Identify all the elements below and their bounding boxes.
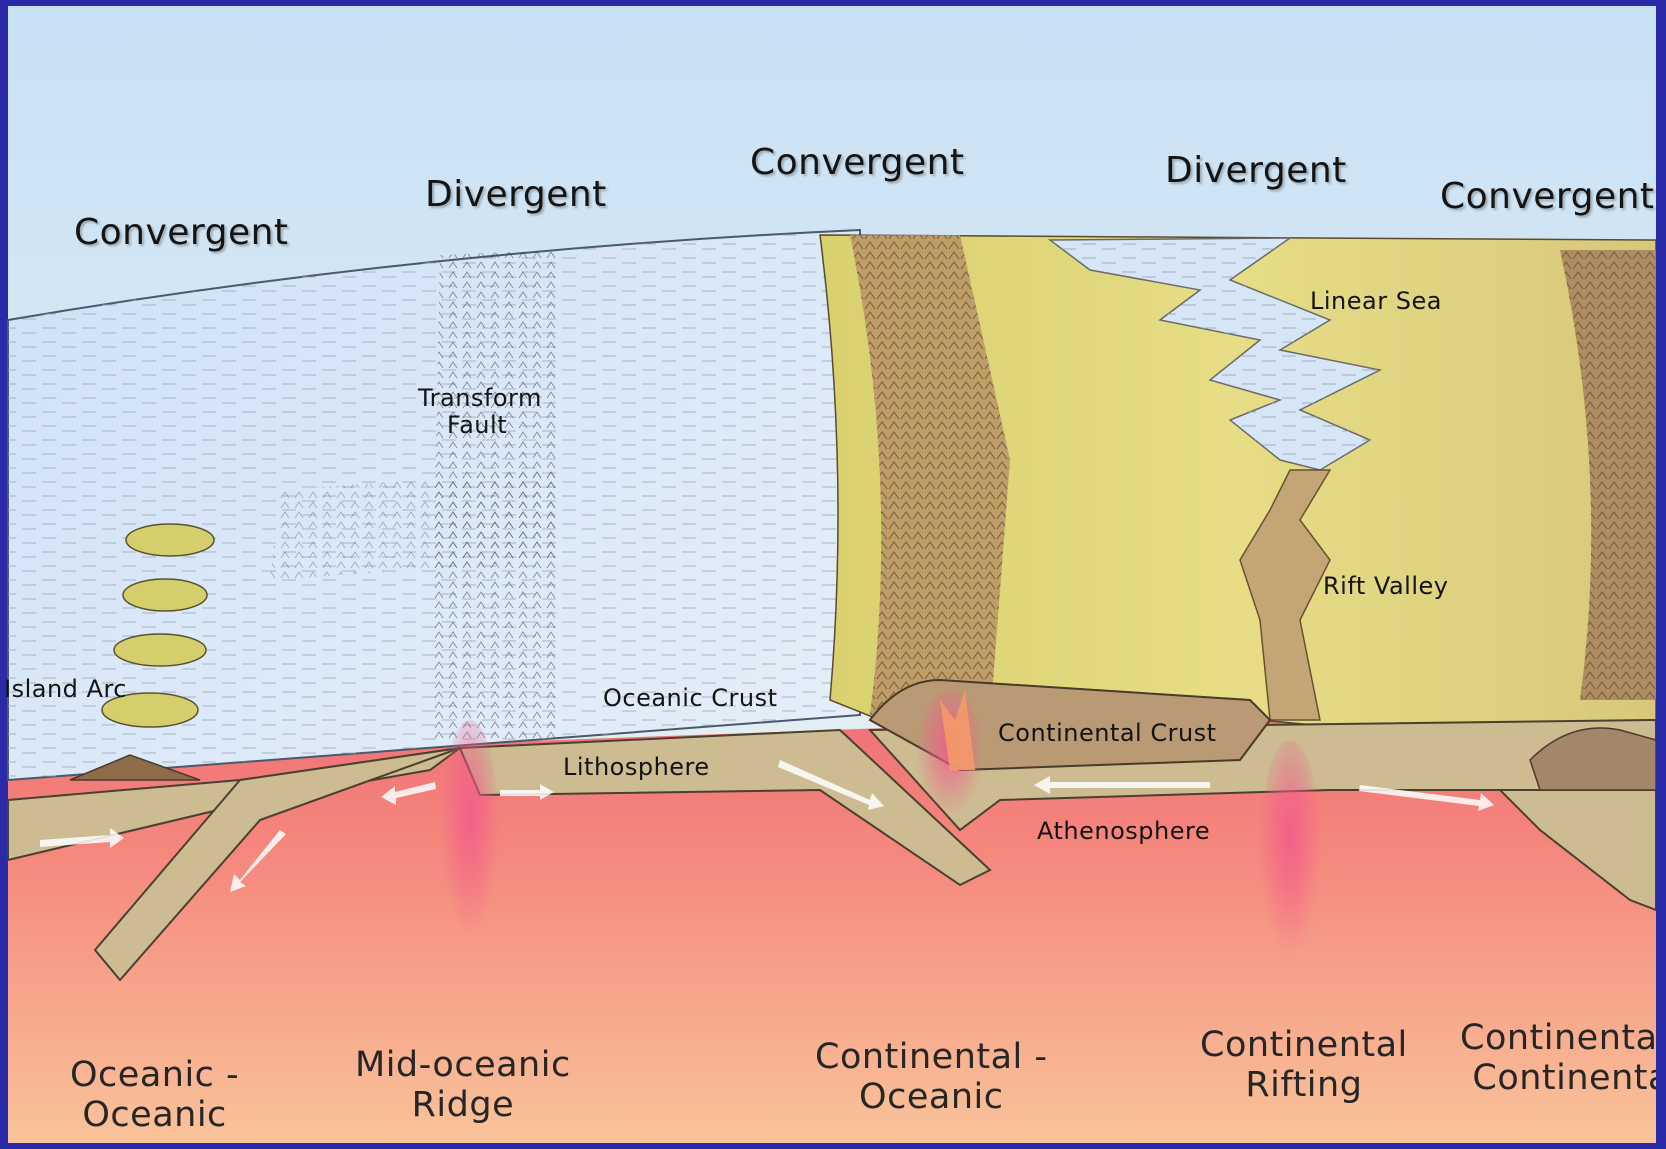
label-transform: Transform — [418, 385, 542, 413]
label-convergent-island-arc: Convergent — [74, 212, 289, 253]
label-convergent-subduction: Convergent — [750, 142, 965, 183]
label-rift-valley: Rift Valley — [1323, 573, 1448, 601]
label-oceanic-oceanic: Oceanic -Oceanic — [70, 1055, 239, 1136]
label-continental-oceanic: Continental -Oceanic — [815, 1037, 1048, 1118]
frame-right-edge — [1656, 0, 1666, 1149]
label-continental-rifting: ContinentalRifting — [1200, 1025, 1408, 1106]
label-divergent-ridge: Divergent — [425, 174, 607, 215]
label-oceanic-crust: Oceanic Crust — [603, 685, 778, 713]
label-convergent-collision: Convergent — [1440, 176, 1655, 217]
label-mid-oceanic-ridge: Mid-oceanicRidge — [355, 1045, 571, 1126]
label-linear-sea: Linear Sea — [1310, 288, 1442, 316]
label-fault: Fault — [447, 412, 507, 440]
label-continental-continental: Continental -Continental — [1460, 1018, 1666, 1099]
label-continental-crust: Continental Crust — [998, 720, 1217, 748]
label-lithosphere: Lithosphere — [563, 754, 710, 782]
label-asthenosphere: Athenosphere — [1037, 818, 1210, 846]
label-island-arc: Island Arc — [4, 676, 127, 704]
label-divergent-rift: Divergent — [1165, 150, 1347, 191]
